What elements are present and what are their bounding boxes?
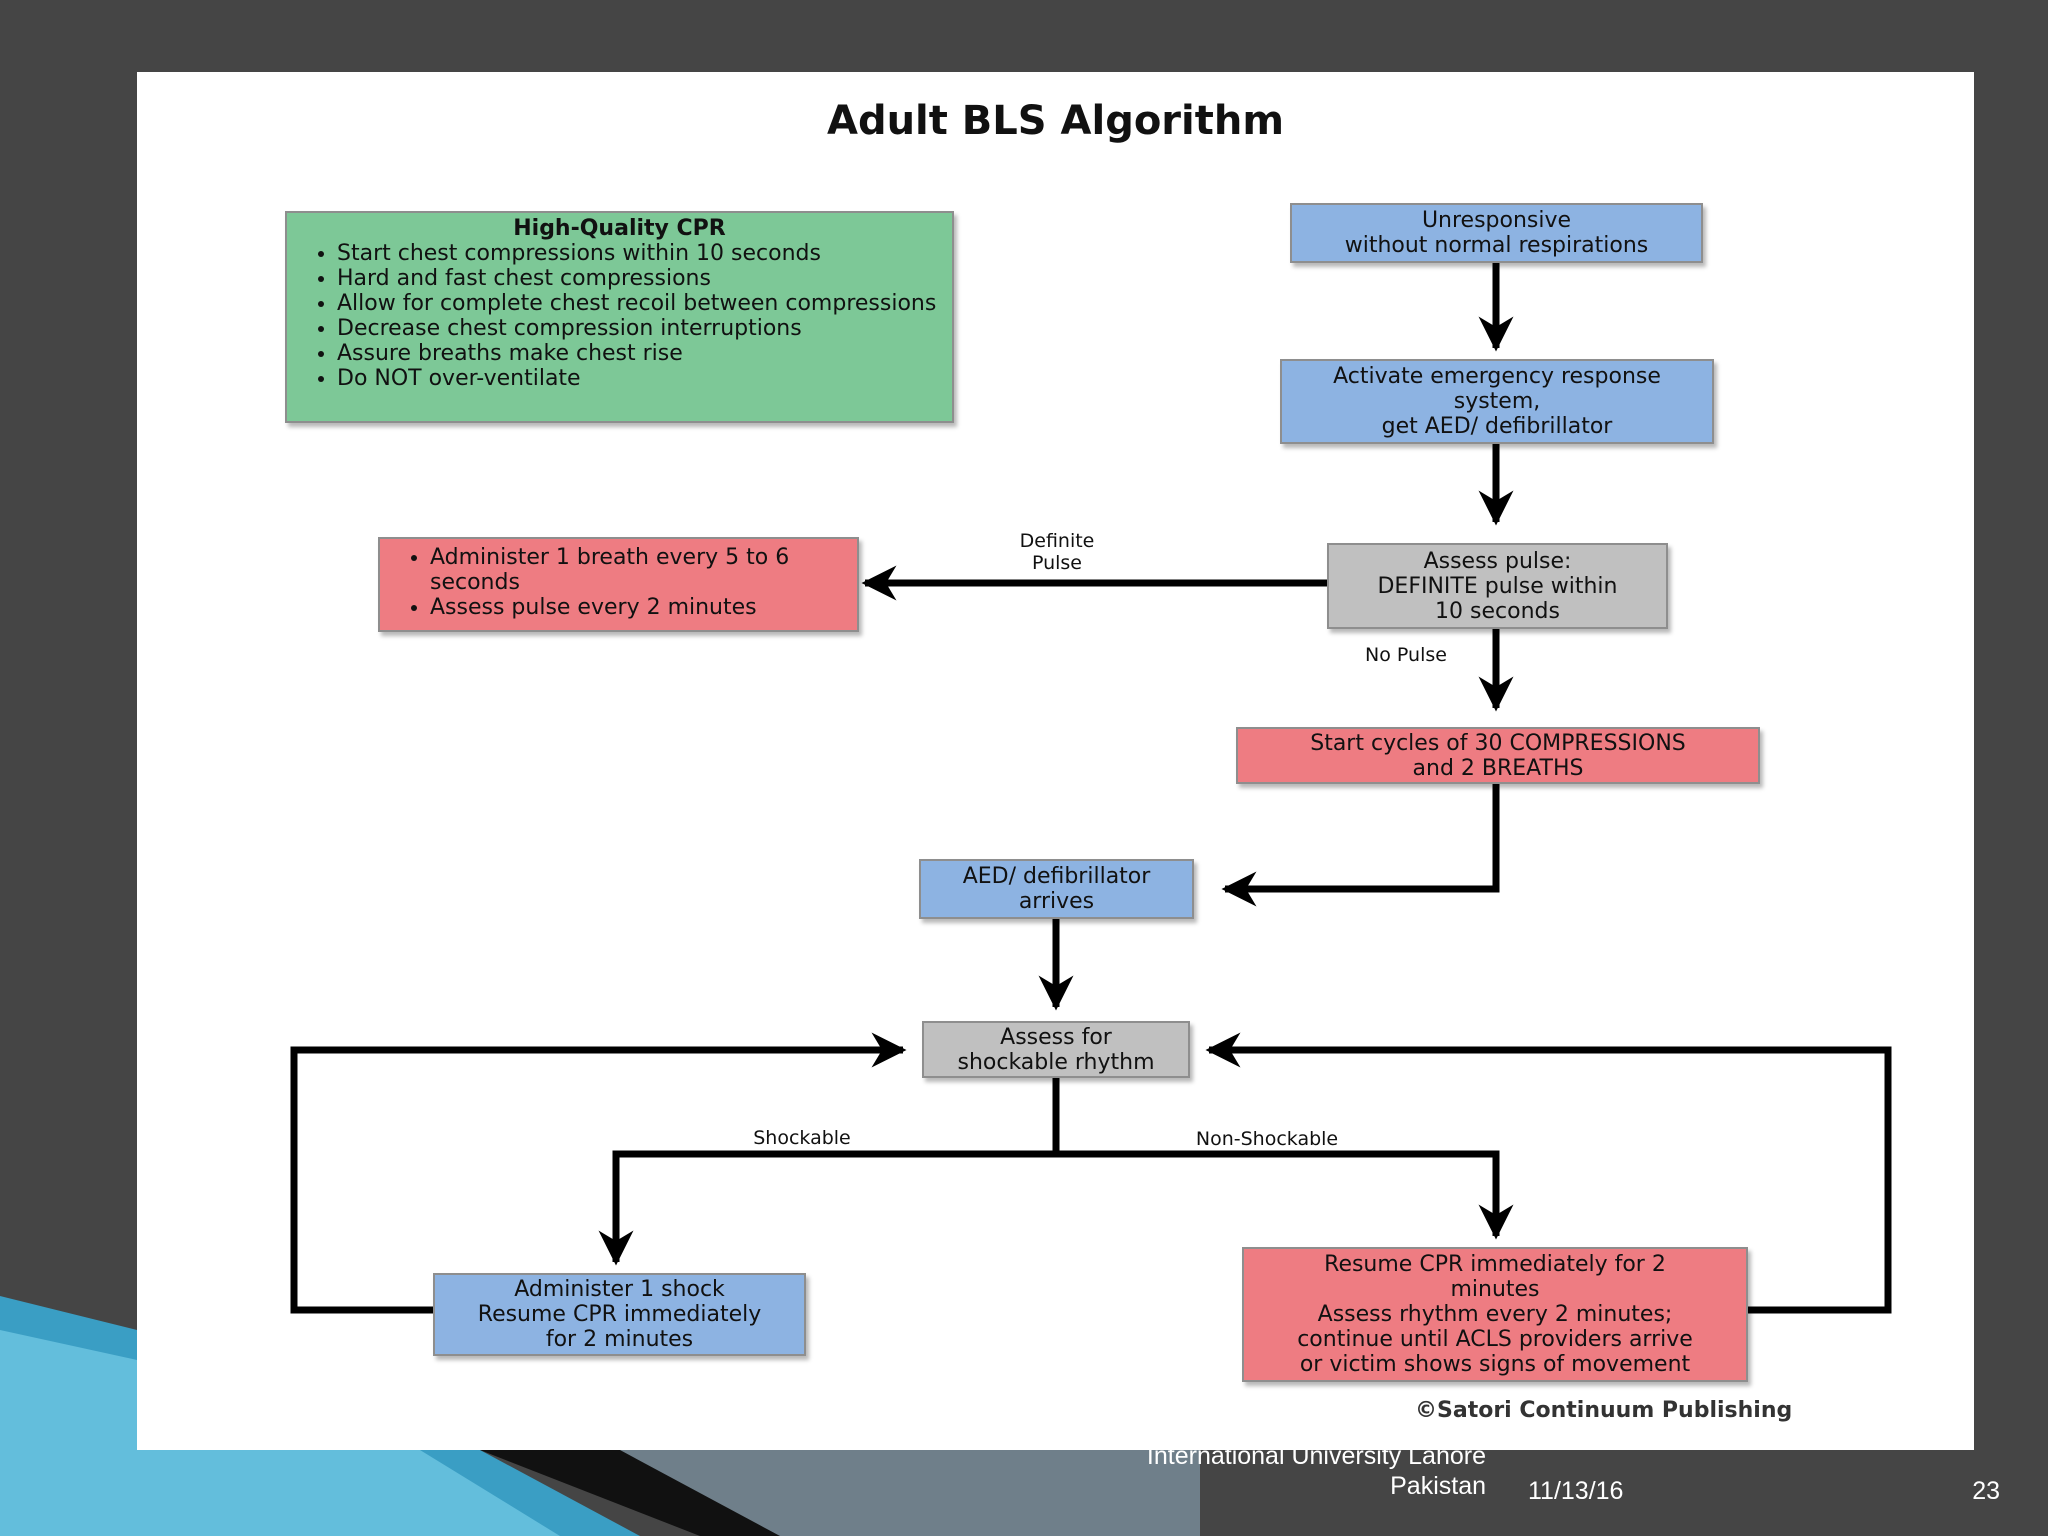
arrow-shockable-branch: [598, 1078, 1060, 1266]
copyright-notice: ©Satori Continuum Publishing: [1415, 1398, 1793, 1423]
step-line: system,: [1453, 389, 1541, 414]
step-line: arrives: [1018, 889, 1095, 914]
arrow-non-shockable-branch: [1056, 1150, 1514, 1240]
rescue-breathing-box: Administer 1 breath every 5 to 6 seconds…: [378, 537, 859, 632]
step-line: Assess rhythm every 2 minutes;: [1317, 1302, 1673, 1327]
footer-page-number: 23: [1972, 1477, 2000, 1505]
step-line: for 2 minutes: [545, 1327, 694, 1352]
diagram-title: Adult BLS Algorithm: [826, 98, 1285, 144]
step-line: Activate emergency response: [1333, 364, 1661, 389]
high-quality-cpr-list: Start chest compressions within 10 secon…: [293, 241, 946, 391]
rescue-item: Administer 1 breath every 5 to 6 seconds: [430, 545, 851, 595]
unresponsive-box: Unresponsive without normal respirations: [1290, 203, 1703, 263]
cpr-item: Do NOT over-ventilate: [337, 366, 946, 391]
footer-institution-line: Pakistan: [1390, 1472, 1486, 1500]
light-teal-swoosh-shape: [0, 1330, 560, 1536]
activate-emergency-response-box: Activate emergency response system, get …: [1280, 359, 1714, 444]
edge-label-line: Pulse: [1031, 552, 1083, 574]
footer-institution-line: International University Lahore: [1146, 1442, 1486, 1470]
rescue-breathing-list: Administer 1 breath every 5 to 6 seconds…: [386, 545, 851, 620]
step-line: Resume CPR immediately: [477, 1302, 762, 1327]
cpr-item: Hard and fast chest compressions: [337, 266, 946, 291]
shockable-label: Shockable: [753, 1127, 851, 1149]
assess-pulse-box: Assess pulse: DEFINITE pulse within 10 s…: [1327, 543, 1668, 629]
step-line: Administer 1 shock: [514, 1277, 725, 1302]
black-swoosh-shape: [480, 1450, 780, 1536]
arrow-cycles-to-aed: [1221, 784, 1500, 907]
cpr-item: Allow for complete chest recoil between …: [337, 291, 946, 316]
rescue-item: Assess pulse every 2 minutes: [430, 595, 851, 620]
aed-arrives-box: AED/ defibrillator arrives: [919, 859, 1194, 919]
step-line: get AED/ defibrillator: [1381, 414, 1613, 439]
non-shockable-label: Non-Shockable: [1195, 1128, 1339, 1150]
high-quality-cpr-heading: High-Quality CPR: [513, 216, 726, 241]
step-line: Assess for: [1000, 1024, 1112, 1050]
step-line: without normal respirations: [1344, 233, 1649, 258]
cpr-item: Assure breaths make chest rise: [337, 341, 946, 366]
arrow-shock-loop-back: [290, 1032, 907, 1314]
step-line: shockable rhythm: [957, 1049, 1155, 1075]
definite-pulse-label: Definite Pulse: [987, 530, 1127, 574]
step-line: Resume CPR immediately for 2: [1324, 1252, 1666, 1277]
cpr-item: Start chest compressions within 10 secon…: [337, 241, 946, 266]
cpr-item: Decrease chest compression interruptions: [337, 316, 946, 341]
step-line: Assess pulse:: [1423, 548, 1572, 574]
edge-label-line: Definite: [1019, 530, 1095, 552]
resume-cpr-box: Resume CPR immediately for 2 minutes Ass…: [1242, 1247, 1748, 1382]
step-line: Start cycles of 30 COMPRESSIONS: [1310, 730, 1686, 756]
flow-connectors: [290, 263, 1892, 1314]
slide: Adult BLS Algorithm High-Quali: [137, 72, 1974, 1450]
assess-rhythm-box: Assess for shockable rhythm: [922, 1021, 1190, 1078]
footer-date: 11/13/16: [1528, 1477, 1624, 1505]
step-line: or victim shows signs of movement: [1299, 1352, 1691, 1377]
step-line: and 2 BREATHS: [1412, 755, 1584, 781]
arrow-cpr-loop-back: [1205, 1032, 1892, 1314]
step-line: continue until ACLS providers arrive: [1297, 1327, 1693, 1352]
step-line: Unresponsive: [1421, 208, 1572, 233]
administer-shock-box: Administer 1 shock Resume CPR immediatel…: [433, 1273, 806, 1356]
step-line: AED/ defibrillator: [962, 864, 1151, 889]
high-quality-cpr-box: High-Quality CPR Start chest compression…: [285, 211, 954, 423]
step-line: 10 seconds: [1435, 598, 1560, 624]
start-cycles-box: Start cycles of 30 COMPRESSIONS and 2 BR…: [1236, 727, 1760, 784]
no-pulse-label: No Pulse: [1365, 644, 1447, 666]
step-line: DEFINITE pulse within: [1377, 573, 1618, 599]
step-line: minutes: [1450, 1277, 1540, 1302]
footer-institution: International University Lahore Pakistan: [1080, 1441, 1486, 1501]
